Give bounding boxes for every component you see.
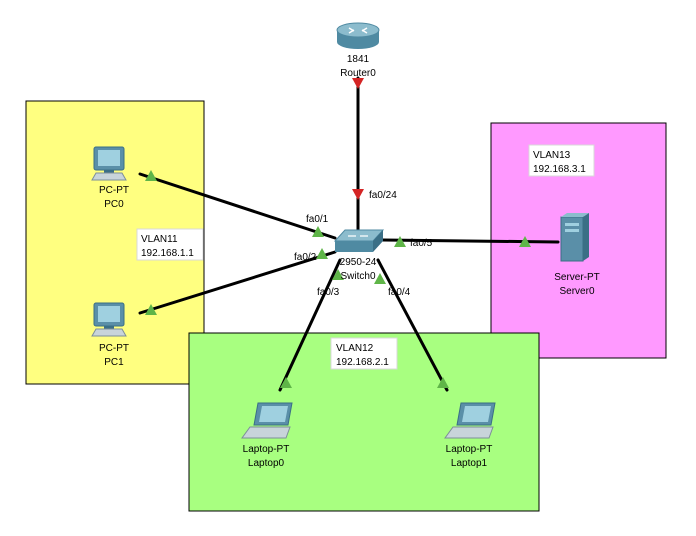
port-label-fa0-2: fa0/2 [294, 252, 317, 263]
laptop-icon [241, 402, 293, 439]
pc0-model: PC-PT [99, 185, 129, 196]
vlan13-label: VLAN13 192.168.3.1 [528, 144, 595, 177]
laptop0-model: Laptop-PT [243, 444, 290, 455]
port-indicator-laptop0 [280, 377, 292, 388]
switch-icon [333, 229, 385, 252]
port-label-fa0-5: fa0/5 [410, 238, 433, 249]
port-indicator-switch-fa0-3 [332, 269, 344, 280]
vlan12-name: VLAN12 [336, 343, 374, 354]
router-icon [336, 22, 380, 49]
router0-model: 1841 [347, 54, 370, 65]
switch0-name: Switch0 [340, 271, 375, 282]
laptop1-device[interactable]: Laptop-PT Laptop1 [444, 402, 496, 469]
port-label-fa0-4: fa0/4 [388, 287, 411, 298]
vlan11-name: VLAN11 [141, 234, 178, 245]
laptop0-name: Laptop0 [248, 458, 285, 469]
pc0-name: PC0 [104, 199, 124, 210]
pc0-device[interactable]: PC-PT PC0 [91, 146, 129, 210]
switch0-device[interactable]: 2950-24 Switch0 [333, 229, 385, 282]
vlan11-subnet: 192.168.1.1 [141, 248, 194, 259]
port-indicator-switch-fa0-24 [352, 189, 364, 200]
laptop0-device[interactable]: Laptop-PT Laptop0 [241, 402, 293, 469]
port-label-fa0-24: fa0/24 [369, 190, 397, 201]
port-indicator-server0 [519, 236, 531, 247]
vlan11-label: VLAN11 192.168.1.1 [136, 228, 204, 261]
server0-model: Server-PT [554, 272, 600, 283]
vlan13-subnet: 192.168.3.1 [533, 164, 586, 175]
server0-device[interactable]: Server-PT Server0 [554, 213, 600, 297]
link-laptop0-switch[interactable] [278, 258, 342, 392]
pc-icon [91, 302, 127, 337]
port-indicator-switch-fa0-1 [312, 226, 324, 237]
pc-icon [91, 146, 127, 181]
port-indicator-router-fa0-0 [352, 78, 364, 89]
port-indicator-laptop1 [437, 377, 449, 388]
vlan12-subnet: 192.168.2.1 [336, 357, 389, 368]
port-label-fa0-3: fa0/3 [317, 287, 340, 298]
port-label-fa0-1: fa0/1 [306, 214, 329, 225]
pc1-device[interactable]: PC-PT PC1 [91, 302, 129, 368]
link-laptop1-switch[interactable] [376, 258, 449, 392]
port-indicator-pc1 [145, 304, 157, 315]
server0-name: Server0 [559, 286, 594, 297]
port-indicator-switch-fa0-4 [374, 273, 386, 284]
link-server0-switch[interactable] [381, 238, 560, 244]
pc1-model: PC-PT [99, 343, 129, 354]
server-icon [560, 213, 589, 262]
vlan13-name: VLAN13 [533, 150, 571, 161]
pc1-name: PC1 [104, 357, 124, 368]
link-pc0-switch[interactable] [138, 172, 337, 240]
vlan12-label: VLAN12 192.168.2.1 [330, 337, 398, 370]
router0-device[interactable]: 1841 Router0 [336, 22, 380, 79]
link-pc1-switch[interactable] [138, 250, 337, 315]
port-indicator-switch-fa0-5 [394, 236, 406, 247]
laptop1-model: Laptop-PT [446, 444, 493, 455]
router0-name: Router0 [340, 68, 376, 79]
laptop1-name: Laptop1 [451, 458, 488, 469]
switch0-model: 2950-24 [340, 257, 377, 268]
port-indicator-switch-fa0-2 [316, 248, 328, 259]
port-indicator-pc0 [145, 170, 157, 181]
laptop-icon [444, 402, 496, 439]
